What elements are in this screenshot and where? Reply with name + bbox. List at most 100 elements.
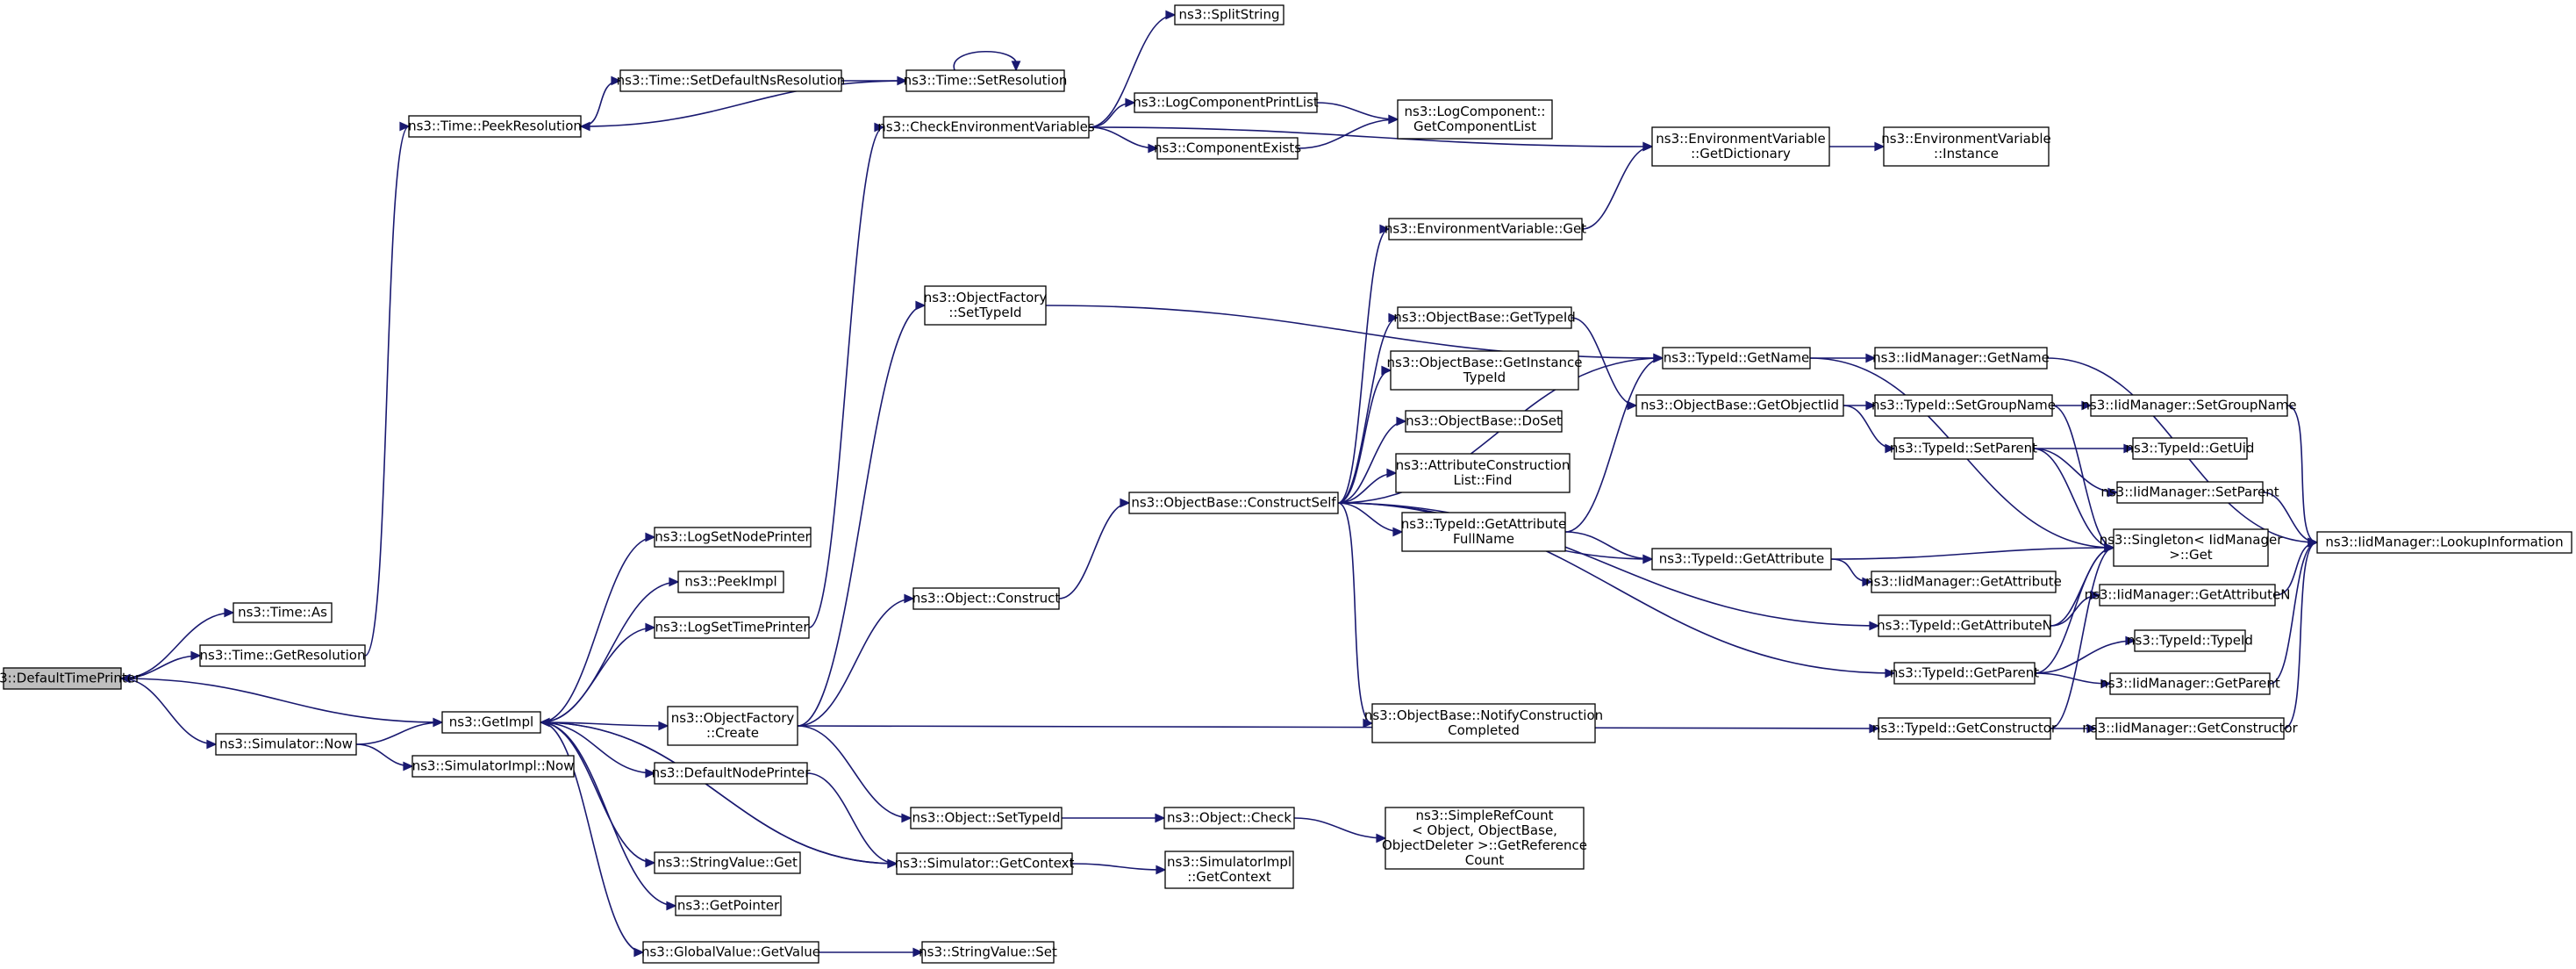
node-label: ns3::Object::Check xyxy=(1167,810,1292,826)
node-box xyxy=(1401,512,1566,552)
function-node-splitstring[interactable]: ns3::SplitString xyxy=(1174,4,1284,25)
function-node-typeid-getparent[interactable]: ns3::TypeId::GetParent xyxy=(1890,662,2039,685)
function-node-object-settypeid[interactable]: ns3::Object::SetTypeId xyxy=(910,807,1063,829)
call-edge xyxy=(1088,10,1177,128)
function-node-iidmanager-getparent[interactable]: ns3::IidManager::GetParent xyxy=(2100,672,2280,695)
function-node-checkenvironmentvariables[interactable]: ns3::CheckEnvironmentVariables xyxy=(877,116,1095,139)
function-node-typeid-getattribute[interactable]: ns3::TypeId::GetAttribute xyxy=(1651,548,1832,571)
node-label: GetComponentList xyxy=(1413,118,1536,134)
node-box xyxy=(1878,614,2051,637)
function-node-logcomponentprintlist[interactable]: ns3::LogComponentPrintList xyxy=(1133,92,1319,113)
function-node-logsettimeprinter[interactable]: ns3::LogSetTimePrinter xyxy=(654,616,810,639)
function-node-stringvalue-set[interactable]: ns3::StringValue::Set xyxy=(919,941,1057,964)
function-node-globalvalue-getvalue[interactable]: ns3::GlobalValue::GetValue xyxy=(641,941,820,964)
function-node-iidmanager-setparent[interactable]: ns3::IidManager::SetParent xyxy=(2100,481,2279,504)
function-node-iidmanager-getname[interactable]: ns3::IidManager::GetName xyxy=(1872,347,2050,370)
node-label: < Object, ObjectBase, xyxy=(1412,822,1557,838)
node-box xyxy=(1651,548,1832,571)
function-node-iidmanager-setgroupname[interactable]: ns3::IidManager::SetGroupName xyxy=(2081,394,2297,417)
node-label: ns3::Time::SetResolution xyxy=(904,73,1068,89)
function-node-typeid-getattributen[interactable]: ns3::TypeId::GetAttributeN xyxy=(1877,614,2052,637)
function-node-peekimpl[interactable]: ns3::PeekImpl xyxy=(677,571,784,593)
function-node-stringvalue-get[interactable]: ns3::StringValue::Get xyxy=(654,851,801,874)
function-node-simulator-now[interactable]: ns3::Simulator::Now xyxy=(215,733,357,756)
call-edge xyxy=(2032,448,2119,498)
function-node-objectfactory-settypeid[interactable]: ns3::ObjectFactory::SetTypeId xyxy=(924,285,1048,326)
call-edge xyxy=(1337,312,1399,504)
function-node-objectbase-gettypeid[interactable]: ns3::ObjectBase::GetTypeId xyxy=(1393,306,1576,329)
function-node-time-as[interactable]: ns3::Time::As xyxy=(233,602,333,623)
function-node-objectbase-doset[interactable]: ns3::ObjectBase::DoSet xyxy=(1405,410,1563,433)
function-node-objectfactory-create[interactable]: ns3::ObjectFactory::Create xyxy=(667,706,798,746)
function-node-objectbase-getobjectiid[interactable]: ns3::ObjectBase::GetObjectIid xyxy=(1635,394,1844,417)
node-box xyxy=(2099,584,2276,607)
function-node-typeid-setparent[interactable]: ns3::TypeId::SetParent xyxy=(1890,437,2037,460)
call-edge xyxy=(2286,405,2319,548)
function-node-logcomponent-getcomponentlist[interactable]: ns3::LogComponent::GetComponentList xyxy=(1397,99,1553,140)
function-node-environmentvariable-get[interactable]: ns3::EnvironmentVariable::Get xyxy=(1385,218,1586,240)
node-box xyxy=(654,762,808,785)
call-edge xyxy=(2034,542,2115,674)
node-box xyxy=(1405,410,1563,433)
node-label: ns3::IidManager::SetGroupName xyxy=(2081,398,2296,413)
function-node-getimpl[interactable]: ns3::GetImpl xyxy=(441,711,541,734)
function-node-time-peekresolution[interactable]: ns3::Time::PeekResolution xyxy=(408,115,582,138)
node-box xyxy=(1883,126,2050,167)
function-node-typeid-setgroupname[interactable]: ns3::TypeId::SetGroupName xyxy=(1871,394,2056,417)
function-node-simulator-getcontext[interactable]: ns3::Simulator::GetContext xyxy=(895,852,1075,875)
function-node-iidmanager-getattributen[interactable]: ns3::IidManager::GetAttributeN xyxy=(2085,584,2291,607)
node-box xyxy=(1397,99,1553,140)
call-edge xyxy=(1337,416,1407,504)
function-node-environmentvariable-instance[interactable]: ns3::EnvironmentVariable::Instance xyxy=(1881,126,2051,167)
function-node-simulatorimpl-now[interactable]: ns3::SimulatorImpl::Now xyxy=(411,755,575,778)
node-box xyxy=(1893,662,2036,685)
node-label: ns3::ObjectFactory xyxy=(924,290,1048,305)
call-edge xyxy=(2034,635,2136,674)
function-node-objectbase-notifyconstruction-completed[interactable]: ns3::ObjectBase::NotifyConstructionCompl… xyxy=(1364,703,1603,743)
function-node-object-construct[interactable]: ns3::Object::Construct xyxy=(912,587,1061,610)
function-node-defaulttimeprinter[interactable]: ns3::DefaultTimePrinter xyxy=(0,667,141,690)
function-node-time-getresolution[interactable]: ns3::Time::GetResolution xyxy=(199,644,366,667)
node-label: ns3::IidManager::GetConstructor xyxy=(2082,721,2298,736)
function-node-logsetnodeprinter[interactable]: ns3::LogSetNodePrinter xyxy=(654,527,812,548)
node-label: ns3::SimpleRefCount xyxy=(1416,808,1554,823)
function-node-objectbase-constructself[interactable]: ns3::ObjectBase::ConstructSelf xyxy=(1128,492,1339,514)
call-edge xyxy=(540,532,656,723)
node-box xyxy=(1651,126,1830,167)
node-box xyxy=(1874,347,2048,370)
function-node-iidmanager-lookupinformation[interactable]: ns3::IidManager::LookupInformation xyxy=(2316,531,2572,554)
node-box xyxy=(1878,717,2051,740)
call-edge xyxy=(2283,537,2319,729)
function-node-iidmanager-getconstructor[interactable]: ns3::IidManager::GetConstructor xyxy=(2082,717,2299,740)
node-box xyxy=(1163,807,1295,829)
function-node-typeid-typeid[interactable]: ns3::TypeId::TypeId xyxy=(2127,629,2253,652)
node-box xyxy=(1871,571,2057,593)
function-node-typeid-getuid[interactable]: ns3::TypeId::GetUid xyxy=(2126,437,2255,460)
function-node-time-setdefaultnsresolution[interactable]: ns3::Time::SetDefaultNsResolution xyxy=(617,69,846,92)
function-node-simplerefcount-object-objectbase-objectdeleter-getreference-count[interactable]: ns3::SimpleRefCount< Object, ObjectBase,… xyxy=(1382,807,1587,870)
function-node-defaultnodeprinter[interactable]: ns3::DefaultNodePrinter xyxy=(652,762,812,785)
function-node-time-setresolution[interactable]: ns3::Time::SetResolution xyxy=(904,69,1068,92)
function-node-typeid-getname[interactable]: ns3::TypeId::GetName xyxy=(1662,347,1811,370)
call-edge xyxy=(1843,400,1877,411)
function-node-singleton-iidmanager-get[interactable]: ns3::Singleton< IidManager>::Get xyxy=(2100,528,2284,567)
call-edge xyxy=(2032,448,2115,553)
function-node-simulatorimpl-getcontext[interactable]: ns3::SimulatorImpl::GetContext xyxy=(1164,851,1294,889)
node-label: ns3::StringValue::Get xyxy=(657,855,798,871)
function-node-object-check[interactable]: ns3::Object::Check xyxy=(1163,807,1295,829)
call-edge xyxy=(2033,443,2135,454)
node-box xyxy=(1164,851,1294,889)
function-node-environmentvariable-getdictionary[interactable]: ns3::EnvironmentVariable::GetDictionary xyxy=(1651,126,1830,167)
node-box xyxy=(1128,492,1339,514)
function-node-iidmanager-getattribute[interactable]: ns3::IidManager::GetAttribute xyxy=(1865,571,2062,593)
node-box xyxy=(2316,531,2572,554)
node-label: ns3::ObjectBase::DoSet xyxy=(1406,413,1562,429)
node-label: ::Instance xyxy=(1934,146,1999,162)
function-node-componentexists[interactable]: ns3::ComponentExists xyxy=(1154,137,1301,160)
function-node-typeid-getconstructor[interactable]: ns3::TypeId::GetConstructor xyxy=(1872,717,2057,740)
function-node-getpointer[interactable]: ns3::GetPointer xyxy=(675,895,782,916)
